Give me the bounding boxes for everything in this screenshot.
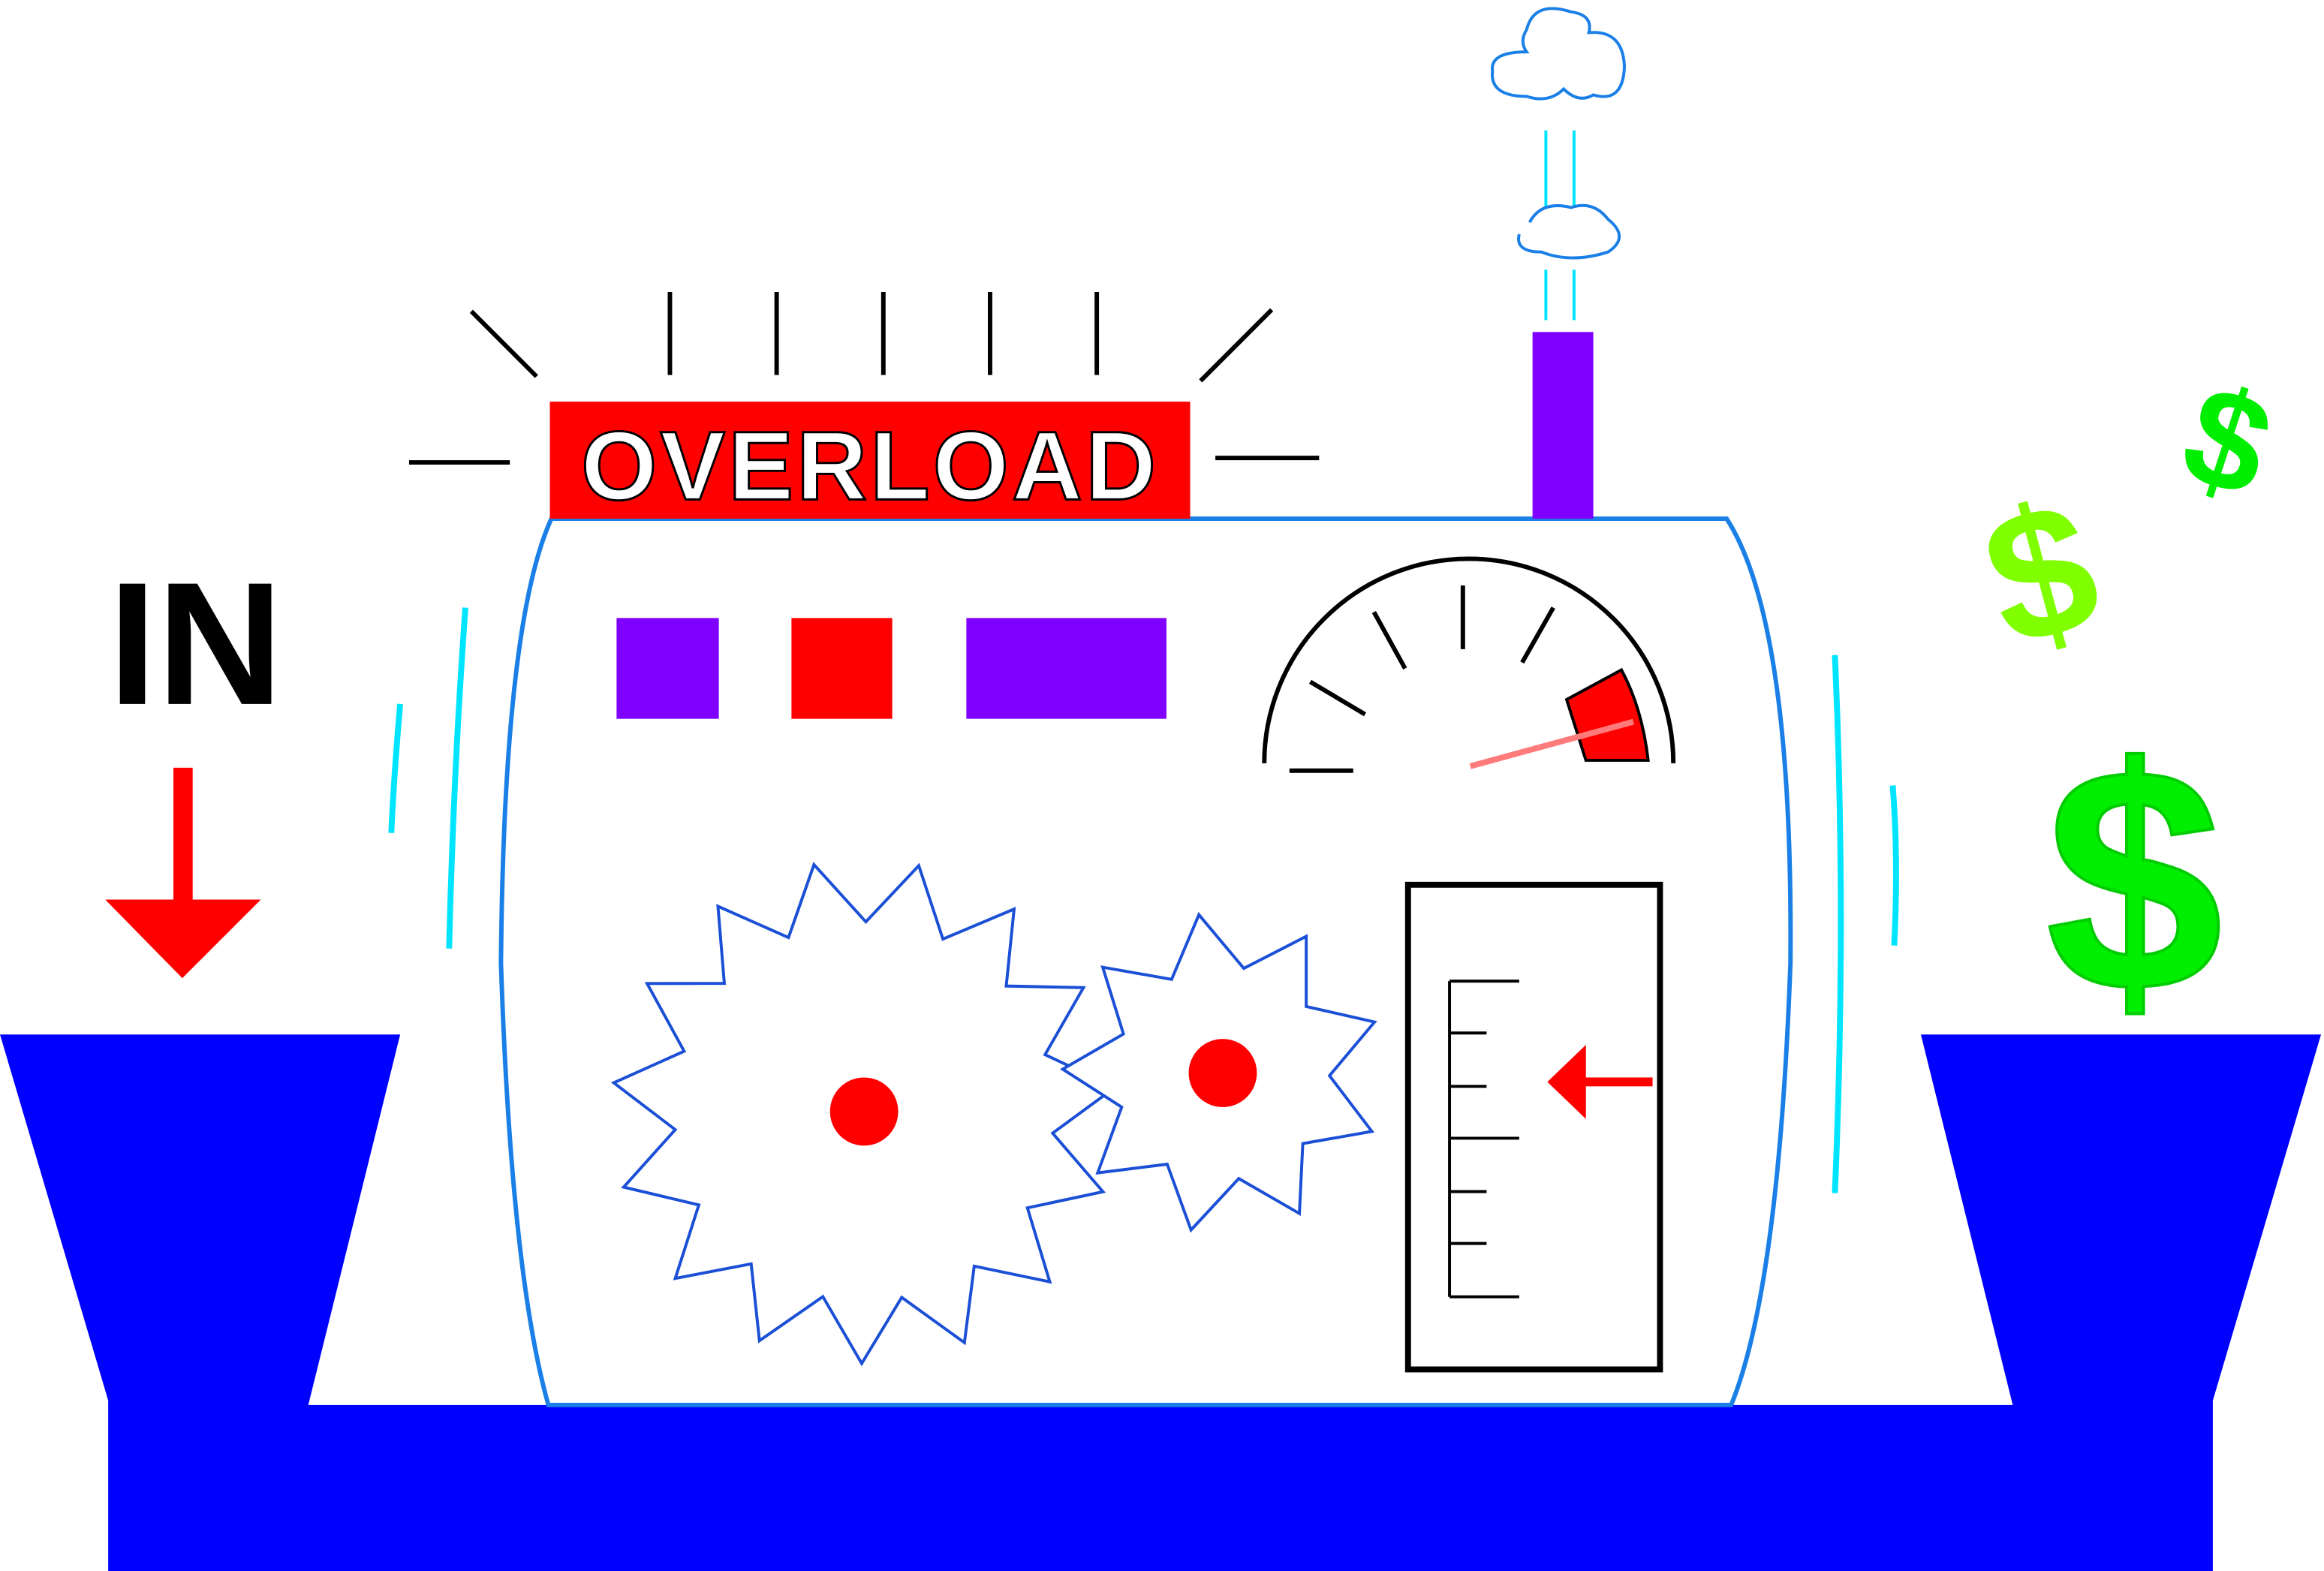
overload-label: OVERLOAD: [581, 411, 1159, 520]
input-arrow-icon: [105, 767, 261, 979]
indicator-light-purple: [616, 618, 719, 719]
level-meter: [1404, 881, 1663, 1373]
trough: [0, 1034, 2322, 1571]
overload-sign: [549, 402, 1191, 519]
small-gear-hub: [1188, 1039, 1257, 1107]
dollar-sign-medium: $: [1965, 461, 2118, 687]
input-label: IN: [108, 546, 283, 742]
overload-flash-lines: [408, 291, 1320, 465]
indicator-light-red: [791, 618, 893, 719]
pressure-gauge: [1262, 556, 1676, 773]
steam: [1544, 130, 1576, 321]
gauge-needle: [1469, 718, 1634, 769]
chimney: [1532, 332, 1594, 519]
large-gear-hub: [829, 1077, 899, 1146]
dollar-sign-large: $: [2046, 702, 2223, 1058]
meter-arrow-icon: [1547, 1045, 1653, 1119]
indicator-panel-purple: [966, 618, 1167, 719]
shake-lines: [388, 607, 1899, 1193]
dollar-sign-small: $: [2166, 354, 2289, 528]
steam-cloud-icon: [1491, 7, 1627, 260]
gauge-danger-zone: [1564, 667, 1650, 762]
